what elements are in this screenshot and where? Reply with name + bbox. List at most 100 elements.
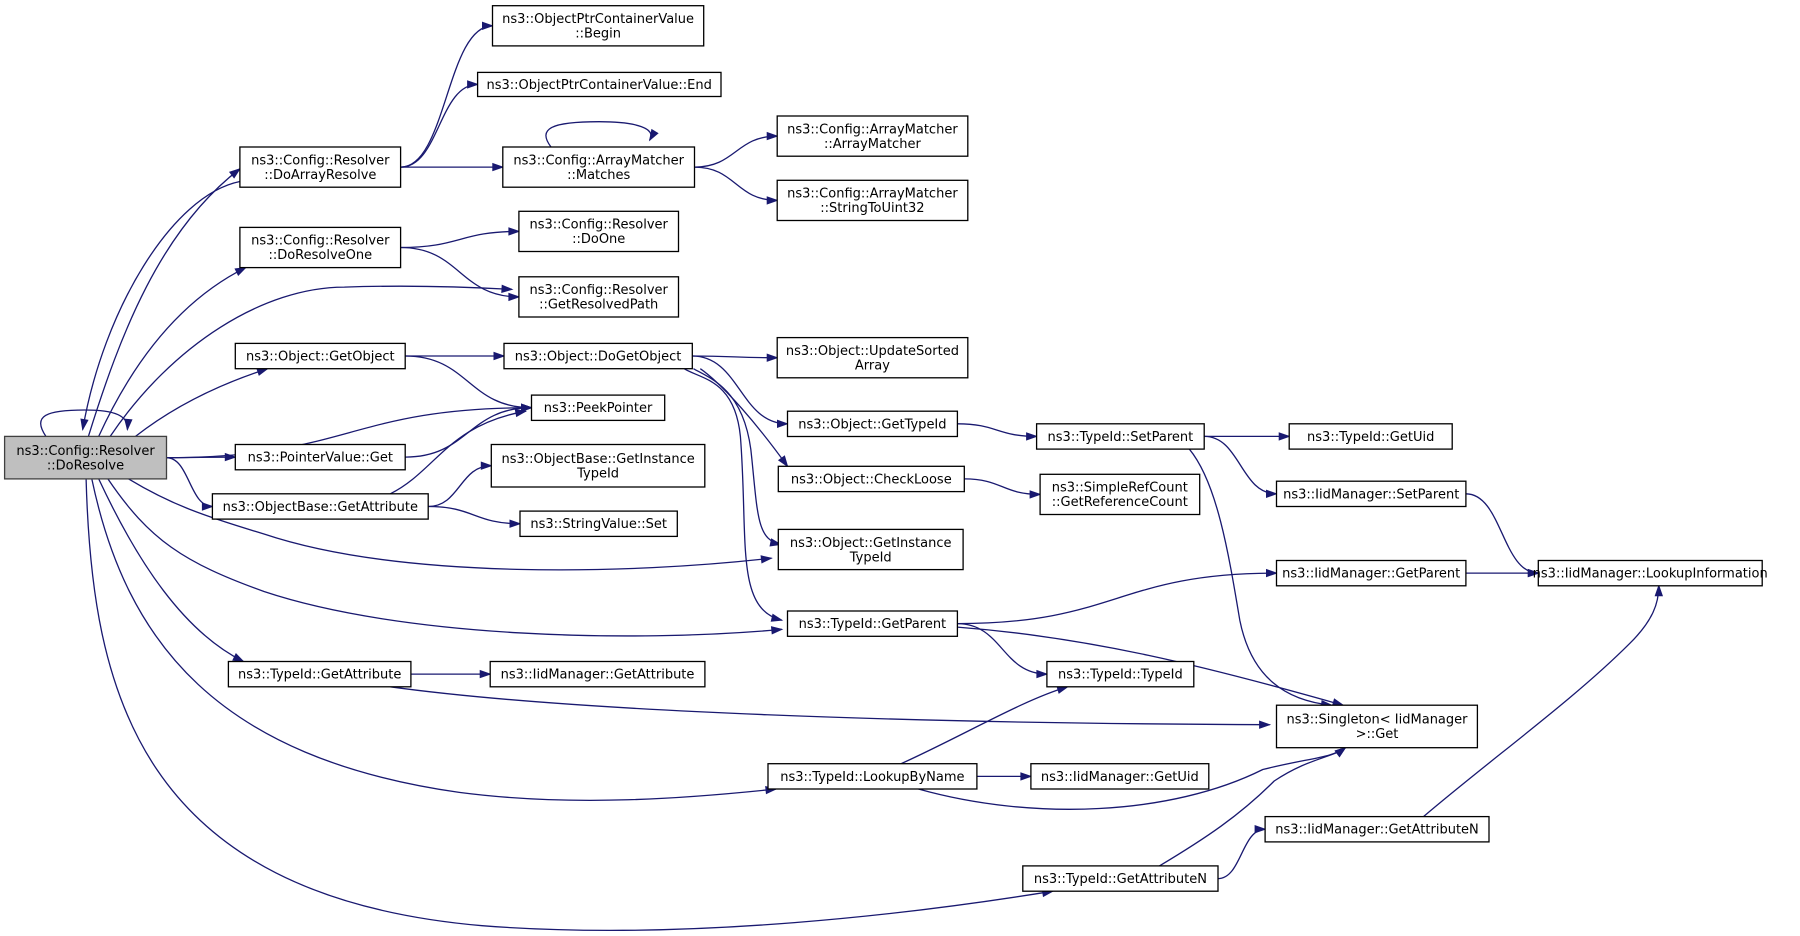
node-iidmanager_getattributen[interactable]: ns3::IidManager::GetAttributeN — [1264, 815, 1490, 843]
edge-arrowhead — [1020, 772, 1033, 781]
node-simplerefcount_getreferencecount[interactable]: ns3::SimpleRefCount::GetReferenceCount — [1039, 473, 1201, 516]
node-iidmanager_setparent[interactable]: ns3::IidManager::SetParent — [1275, 480, 1467, 508]
edge-arrowhead — [766, 196, 779, 205]
node-box — [1039, 473, 1201, 516]
edge-line — [545, 121, 652, 148]
node-box — [518, 276, 680, 318]
edge-object_dogetobject-to-object_gettypeid — [692, 355, 790, 429]
node-pointervalue_get[interactable]: ns3::PointerValue::Get — [234, 443, 406, 471]
node-label-line: ns3::TypeId::GetUid — [1307, 430, 1434, 445]
node-iidmanager_getuid[interactable]: ns3::IidManager::GetUid — [1030, 763, 1210, 790]
edge-resolver_doarrayresolve-to-objptr_end — [400, 80, 480, 168]
node-label-line: ns3::ObjectPtrContainerValue — [502, 12, 694, 27]
node-typeid_typeid[interactable]: ns3::TypeId::TypeId — [1046, 660, 1195, 688]
node-typeid_lookupbyname[interactable]: ns3::TypeId::LookupByName — [767, 763, 978, 790]
node-box — [239, 146, 402, 188]
node-arraymatcher_stringtouint32[interactable]: ns3::Config::ArrayMatcher::StringToUint3… — [776, 179, 969, 222]
node-object_dogetobject[interactable]: ns3::Object::DoGetObject — [503, 342, 693, 370]
node-label-line: ns3::Config::ArrayMatcher — [787, 187, 958, 202]
edge-iidmanager_getattributen-to-iidmanager_lookupinformation — [1423, 584, 1664, 818]
edge-arrowhead — [492, 162, 505, 172]
edge-arrowhead — [508, 227, 521, 236]
edge-arrowhead — [777, 419, 790, 429]
edge-line — [694, 135, 778, 168]
node-label-line: ns3::TypeId::GetAttributeN — [1034, 872, 1207, 887]
node-iidmanager_lookupinformation[interactable]: ns3::IidManager::LookupInformation — [1533, 559, 1768, 587]
node-stringvalue_set[interactable]: ns3::StringValue::Set — [519, 510, 678, 538]
edge-arrowhead — [501, 284, 514, 293]
node-typeid_getparent[interactable]: ns3::TypeId::GetParent — [786, 610, 959, 637]
node-arraymatcher_ctor[interactable]: ns3::Config::ArrayMatcher::ArrayMatcher — [776, 115, 969, 157]
edge-line — [957, 423, 1037, 438]
node-typeid_setparent[interactable]: ns3::TypeId::SetParent — [1035, 423, 1205, 450]
node-box — [502, 146, 696, 188]
edge-line — [107, 478, 782, 637]
node-label-line: >::Get — [1356, 727, 1399, 742]
edge-line — [1465, 493, 1539, 574]
edge-line — [699, 368, 789, 467]
edge-resolver_doresolve-to-typeid_getattribute — [98, 478, 245, 663]
node-object_gettypeid[interactable]: ns3::Object::GetTypeId — [786, 410, 959, 438]
edge-iidmanager_setparent-to-iidmanager_lookupinformation — [1465, 493, 1540, 578]
node-label-line: ns3::ObjectBase::GetInstance — [501, 452, 694, 467]
node-typeid_getattributen[interactable]: ns3::TypeId::GetAttributeN — [1022, 865, 1219, 892]
edge-object_dogetobject-to-typeid_getparent — [683, 368, 784, 622]
edge-arrowhead — [760, 555, 773, 564]
edge-resolver_doresolveone-to-resolver_doone — [400, 227, 521, 249]
edge-arrowhead — [514, 408, 528, 418]
edge-line — [87, 168, 241, 437]
edge-arrowhead — [1334, 746, 1347, 758]
node-singleton_get[interactable]: ns3::Singleton< IidManager >::Get — [1275, 704, 1479, 749]
node-object_checkloose[interactable]: ns3::Object::CheckLoose — [777, 465, 965, 493]
node-iidmanager_getattribute[interactable]: ns3::IidManager::GetAttribute — [489, 660, 706, 688]
node-box — [776, 336, 969, 379]
edge-arrowhead — [509, 519, 522, 528]
node-label-line: ::DoArrayResolve — [264, 168, 376, 183]
node-iidmanager_getparent[interactable]: ns3::IidManager::GetParent — [1275, 559, 1467, 587]
node-typeid_getuid[interactable]: ns3::TypeId::GetUid — [1288, 423, 1453, 450]
node-objptr_begin[interactable]: ns3::ObjectPtrContainerValue::Begin — [491, 5, 705, 47]
edge-line — [957, 626, 1344, 706]
node-typeid_getattribute[interactable]: ns3::TypeId::GetAttribute — [227, 660, 412, 688]
edge-typeid_getattributen-to-singleton_get — [1159, 746, 1347, 867]
edge-arrowhead — [228, 167, 242, 179]
node-label-line: ns3::IidManager::GetAttributeN — [1275, 823, 1479, 838]
edge-line — [166, 457, 213, 508]
node-box — [1275, 704, 1479, 749]
node-label-line: ns3::Config::Resolver — [530, 283, 669, 298]
edge-arrowhead — [648, 128, 659, 142]
node-label-line: ::DoOne — [572, 232, 625, 247]
edge-line — [1217, 828, 1266, 880]
edge-arrowhead — [224, 452, 237, 462]
node-objectbase_getattribute[interactable]: ns3::ObjectBase::GetAttribute — [211, 493, 429, 520]
node-resolver_doarrayresolve[interactable]: ns3::Config::Resolver::DoArrayResolve — [239, 146, 402, 188]
edge-objectbase_getattribute-to-objectbase_getinstancetypeid — [428, 461, 493, 508]
node-resolver_doresolve[interactable]: ns3::Config::Resolver::DoResolve — [3, 435, 168, 480]
edge-line — [400, 246, 519, 298]
node-box — [1030, 763, 1210, 790]
node-resolver_doresolveone[interactable]: ns3::Config::Resolver::DoResolveOne — [239, 226, 402, 269]
node-objptr_end[interactable]: ns3::ObjectPtrContainerValue::End — [476, 71, 722, 98]
node-label-line: ::GetReferenceCount — [1052, 495, 1188, 510]
node-resolver_getresolvedpath[interactable]: ns3::Config::Resolver::GetResolvedPath — [518, 276, 680, 318]
node-resolver_doone[interactable]: ns3::Config::Resolver::DoOne — [518, 210, 680, 253]
edge-arrowhead — [1654, 584, 1664, 597]
edge-object_dogetobject-to-object_checkloose — [699, 368, 789, 468]
node-label-line: ns3::Object::DoGetObject — [515, 350, 682, 365]
node-box — [239, 226, 402, 269]
node-label-line: ns3::PointerValue::Get — [248, 451, 393, 466]
edge-typeid_lookupbyname-to-typeid_typeid — [900, 685, 1070, 765]
edge-arrowhead — [234, 266, 248, 277]
edge-arrowhead — [1036, 669, 1049, 679]
edge-line — [692, 355, 788, 425]
edge-line — [82, 180, 241, 430]
edge-arrowhead — [766, 131, 779, 141]
node-label-line: ns3::IidManager::SetParent — [1283, 487, 1459, 502]
node-peekpointer[interactable]: ns3::PeekPointer — [530, 394, 666, 422]
node-arraymatcher_matches[interactable]: ns3::Config::ArrayMatcher::Matches — [502, 146, 696, 188]
node-object_getobject[interactable]: ns3::Object::GetObject — [234, 342, 406, 370]
node-box — [227, 660, 412, 688]
